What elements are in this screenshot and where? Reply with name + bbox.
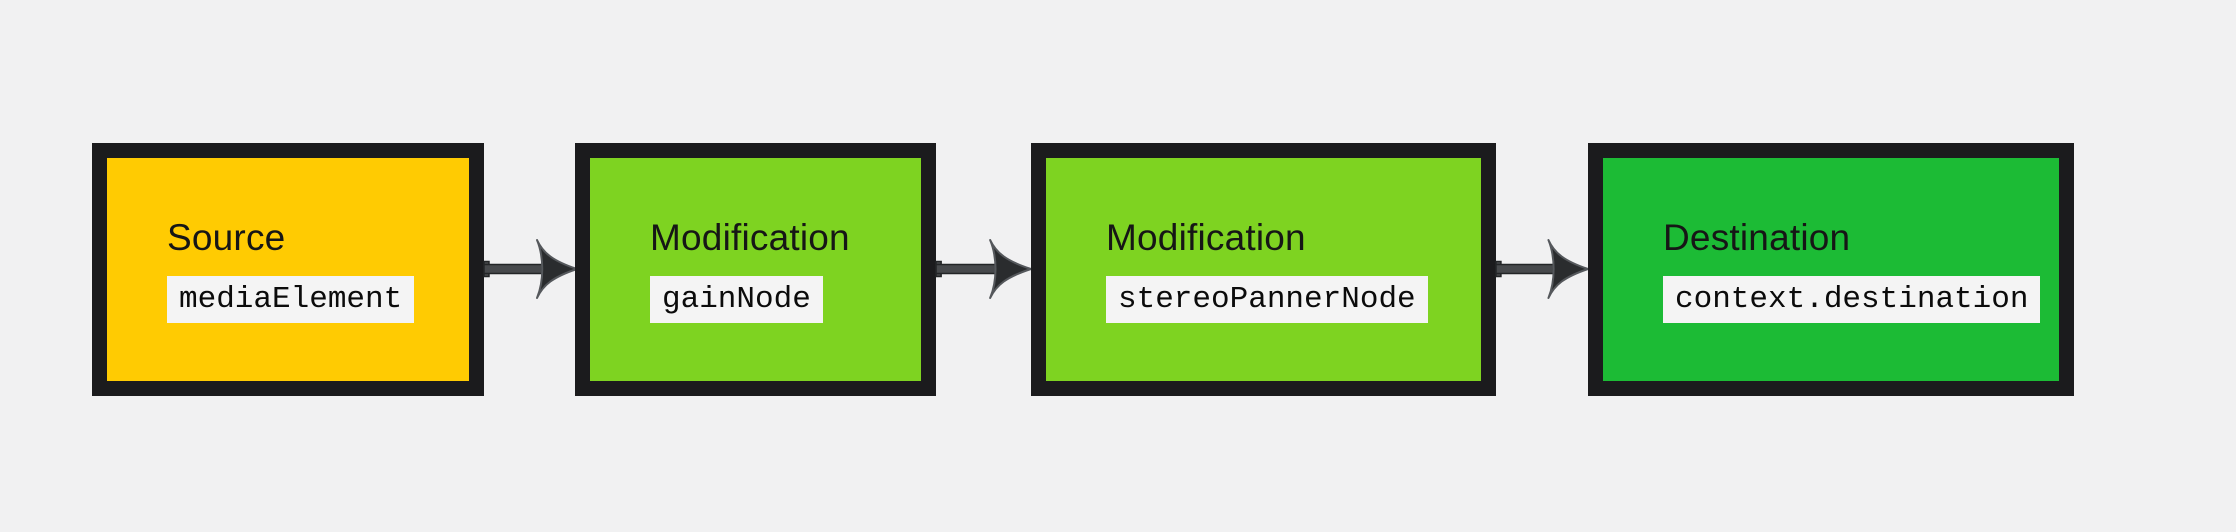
flow-arrow-icon xyxy=(1495,237,1589,301)
node-code-label: gainNode xyxy=(650,276,823,323)
flow-arrow-icon xyxy=(935,237,1032,301)
node-title: Destination xyxy=(1663,217,1851,258)
node-source: Source mediaElement xyxy=(92,143,484,396)
node-code-label: stereoPannerNode xyxy=(1106,276,1428,323)
node-title: Modification xyxy=(1106,217,1306,258)
node-title: Modification xyxy=(650,217,850,258)
node-code-label: mediaElement xyxy=(167,276,415,323)
flow-arrow-icon xyxy=(483,237,578,301)
node-title: Source xyxy=(167,217,286,258)
node-modification-2: Modification stereoPannerNode xyxy=(1031,143,1496,396)
node-destination: Destination context.destination xyxy=(1588,143,2074,396)
node-code-label: context.destination xyxy=(1663,276,2041,323)
node-modification-1: Modification gainNode xyxy=(575,143,936,396)
